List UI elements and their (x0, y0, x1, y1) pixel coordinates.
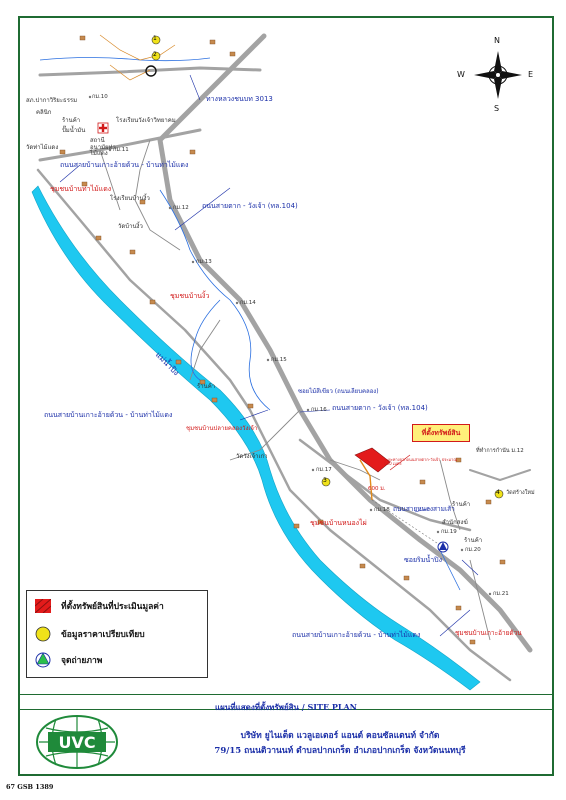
photo-point-marker (437, 541, 449, 553)
label-office-small: สำนักสงฆ์ (442, 519, 468, 526)
label-police: สภ.ปากาวิริยะธรรม (26, 97, 78, 104)
legend-comparable-text: ข้อมูลราคาเปรียบเทียบ (61, 630, 145, 640)
label-school-ban-ngio: โรงเรียนบ้านงิ้ว (110, 195, 150, 202)
comparable-marker (494, 489, 504, 499)
comparable-marker (151, 35, 161, 45)
label-community-plakhlong: ชุมชนบ้านปลายคลองวังเจ้า (186, 425, 258, 432)
roundabout (145, 65, 157, 77)
legend-row-photo: จุดถ่ายภาพ (35, 651, 102, 669)
label-road-tak-top: ถนนสายตาก - วังเจ้า (ทล.104) (202, 202, 298, 210)
road-left-river (36, 168, 512, 682)
label-road-tak-mid: ถนนสายตาก - วังเจ้า (ทล.104) (332, 404, 428, 412)
label-canal-road: ซอยไม้สีเขียว (ถนนเลียบคลอง) (298, 388, 379, 395)
km-marker: กม.10 (92, 94, 108, 100)
label-office-right: ที่ทำการกำนัน ม.12 (476, 448, 524, 454)
site-plan-title-bar: แผนที่แสดงที่ตั้งทรัพย์สิน / SITE PLAN (20, 694, 552, 712)
legend-row-property: ที่ตั้งทรัพย์สินที่ประเมินมูลค่า (35, 597, 164, 615)
label-temple-tha-mai-daeng: วัดท่าไม้แดง (26, 144, 59, 151)
ping-river (31, 185, 481, 691)
label-shop-4: ร้านค้า (464, 537, 483, 544)
label-road-ko-aew-bottom: ถนนสายบ้านเกาะอ้ายด้วน - บ้านท่าไม้แดง (292, 631, 421, 639)
label-shop-3: ร้านค้า (452, 501, 471, 508)
label-temple-ban-ngio: วัดบ้านงิ้ว (118, 223, 143, 230)
compass-s: S (494, 104, 500, 113)
label-temple-right: วัดสร้างใหม่ (506, 490, 535, 496)
label-community-nong-plai: ชุมชนบ้านหนองไผ่ (310, 519, 367, 527)
label-community-ko-aew: ชุมชนบ้านเกาะอ้ายด้วน (455, 629, 522, 637)
access-road (359, 459, 373, 501)
km-marker: กม.15 (271, 357, 287, 363)
road-tak-wangchao (157, 33, 533, 653)
legend-property-text: ที่ตั้งทรัพย์สินที่ประเมินมูลค่า (61, 602, 164, 612)
legend-row-comparable: ข้อมูลราคาเปรียบเทียบ (35, 625, 145, 643)
legend-comparable-swatch (35, 626, 51, 642)
label-community-tha-mai-daeng: ชุมชนบ้านท่าไม้แดง (50, 185, 112, 193)
map-legend: ที่ตั้งทรัพย์สินที่ประเมินมูลค่า ข้อมูลร… (26, 590, 208, 678)
label-distance: 600 ม. (368, 486, 386, 492)
km-marker: กม.21 (493, 591, 509, 597)
target-parcel (354, 447, 391, 473)
compass-w: W (457, 70, 465, 79)
label-temple-wangchao-kao: วัดวังเจ้าเก่า (236, 453, 268, 460)
road-ko-aew-duan (38, 128, 202, 162)
document-code: 67 GSB 1389 (6, 783, 54, 791)
company-footer: UVC บริษัท ยูไนเต็ด แวลูเอเตอร์ แอนด์ คอ… (20, 710, 552, 774)
hospital-icon (97, 122, 109, 134)
label-shop-1: ร้านค้า (62, 117, 81, 124)
label-shop-2: ร้านค้า (197, 383, 216, 390)
label-clinic: คลินิก (36, 109, 52, 116)
road-right-branch (469, 469, 531, 481)
label-school-main: โรงเรียนวังเจ้าวิทยาคม (116, 117, 176, 124)
km-marker: กม.17 (316, 467, 332, 473)
comparable-number: 2 (153, 51, 157, 58)
compass-e: E (528, 70, 534, 79)
target-property-label: ที่ตั้งทรัพย์สิน (412, 424, 470, 442)
compass-rose (474, 51, 522, 99)
comparable-marker (321, 477, 331, 487)
label-distance-note: ระยะทางจากถนนสายตาก-วังเจ้า ประมาณ 600 เ… (384, 457, 458, 467)
label-health-station: สถานีอนามัยท่าไม้แดง (90, 137, 116, 158)
label-road-ko-aew-top: ถนนสายบ้านเกาะอ้ายด้วน - บ้านท่าไม้แดง (60, 161, 189, 169)
legend-photo-swatch (35, 652, 51, 668)
km-marker: กม.12 (173, 205, 189, 211)
km-marker: กม.16 (311, 407, 327, 413)
label-road-ko-aew-mid: ถนนสายบ้านเกาะอ้ายด้วน - บ้านท่าไม้แดง (44, 411, 173, 419)
label-highway-3013: ทางหลวงชนบท 3013 (206, 95, 273, 103)
km-marker: กม.20 (465, 547, 481, 553)
road-3013 (38, 66, 262, 77)
comparable-number: 1 (153, 35, 157, 42)
site-plan-title: แผนที่แสดงที่ตั้งทรัพย์สิน / SITE PLAN (215, 702, 357, 712)
km-marker: กม.14 (240, 300, 256, 306)
label-community-ban-ngio: ชุมชนบ้านงิ้ว (170, 292, 210, 300)
km-marker: กม.13 (196, 259, 212, 265)
uvc-logo: UVC (36, 715, 118, 769)
comparable-number: 3 (323, 477, 327, 484)
label-soi-ping: ซอยริมน้ำปิง (404, 556, 443, 564)
company-address: 79/15 ถนนติวานนท์ ตำบลปากเกร็ด อำเภอปากเ… (214, 746, 466, 756)
company-name: บริษัท ยูไนเต็ด แวลูเอเตอร์ แอนด์ คอนซัล… (240, 731, 440, 741)
km-marker: กม.19 (441, 529, 457, 535)
label-gas-station: ปั๊มน้ำมัน (62, 127, 86, 134)
svg-text:UVC: UVC (58, 733, 95, 752)
legend-property-swatch (35, 599, 51, 613)
label-road-nong-sam-sao: ถนนสายหนองสามเส้า (393, 505, 455, 513)
km-marker: กม.11 (113, 147, 129, 153)
comparable-marker (151, 51, 161, 61)
comparable-number: 4 (496, 489, 500, 496)
legend-photo-text: จุดถ่ายภาพ (61, 656, 103, 666)
compass-n: N (494, 36, 500, 45)
road-nong-sam-sao (298, 438, 472, 532)
km-marker: กม.18 (374, 507, 390, 513)
